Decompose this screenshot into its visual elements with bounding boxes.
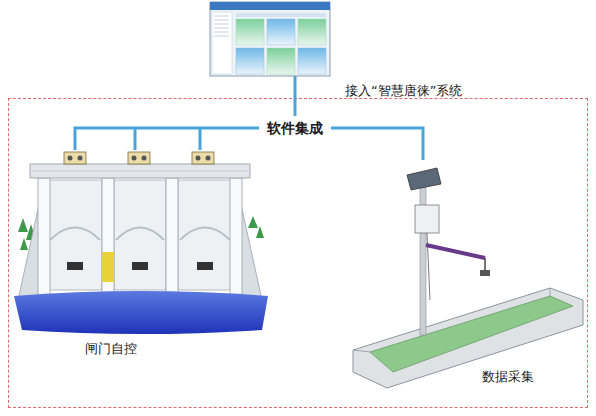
data-station-illustration: [353, 168, 583, 388]
connector: [295, 76, 296, 116]
node-label: 接入“智慧唐徕”系统: [345, 82, 462, 100]
connector: [75, 128, 259, 150]
branch-line: [199, 128, 202, 150]
software-screenshot: [210, 2, 330, 76]
system-node: 接入“智慧唐徕”系统: [210, 2, 330, 76]
data-collection-node: 数据采集: [345, 160, 585, 390]
connector-line: [294, 76, 297, 116]
connector-line: [331, 128, 423, 160]
connector: [331, 128, 423, 160]
sluice-gate-illustration: [14, 152, 268, 334]
node-label: 数据采集: [482, 368, 534, 386]
integration-box: 软件集成: [259, 116, 331, 140]
branch-line: [134, 128, 137, 150]
node-label: 软件集成: [267, 119, 323, 137]
node-label: 闸门自控: [85, 340, 137, 358]
connector-line: [75, 128, 259, 150]
gate-control-node: 闸门自控: [15, 150, 270, 365]
